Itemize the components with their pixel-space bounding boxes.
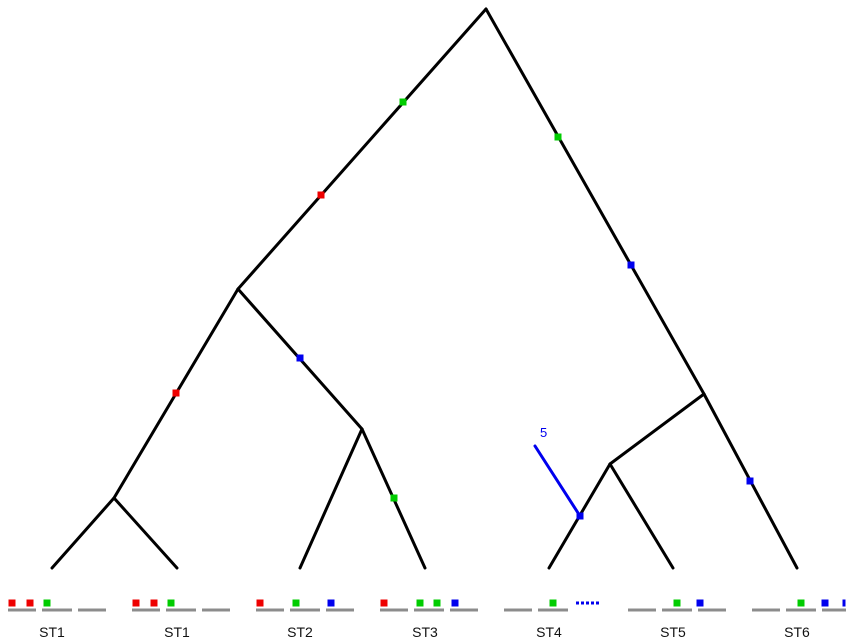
branch-highlighted <box>533 444 582 518</box>
event-marker-blue <box>627 261 635 269</box>
branch-D-F <box>608 392 706 466</box>
branch-C-ST2 <box>298 427 364 570</box>
genome-marker-green <box>43 599 51 607</box>
event-marker-green <box>554 133 562 141</box>
event-marker-green <box>390 494 398 502</box>
tip-label: ST6 <box>784 624 810 640</box>
genome-marker-red <box>256 599 264 607</box>
tip-label: ST5 <box>660 624 686 640</box>
genome-marker-red <box>8 599 16 607</box>
branch-root-left <box>236 7 488 291</box>
tip-label: ST2 <box>287 624 313 640</box>
branch-F-ST5 <box>608 462 675 570</box>
event-marker-blue <box>746 477 754 485</box>
branch-B-ST1b <box>112 496 179 570</box>
genome-marker-red <box>380 599 388 607</box>
event-marker-red <box>172 389 180 397</box>
tip-label: ST1 <box>39 624 65 640</box>
event-marker-red <box>317 191 325 199</box>
genome-marker-blue <box>821 599 829 607</box>
tip-label: ST1 <box>164 624 190 640</box>
genome-marker-blue <box>327 599 335 607</box>
genome-marker-red <box>26 599 34 607</box>
genome-marker-red <box>150 599 158 607</box>
branch-B-ST1a <box>50 496 116 570</box>
event-marker-blue <box>576 512 584 520</box>
genome-segments <box>8 599 846 612</box>
event-markers <box>172 98 754 520</box>
tip-labels: ST1 ST1 ST2 ST3 ST4 ST5 ST6 <box>39 624 810 640</box>
genome-marker-green <box>433 599 441 607</box>
genome-marker-red <box>132 599 140 607</box>
tree-branches <box>50 7 799 570</box>
branch-root-right <box>484 7 706 396</box>
event-marker-green <box>399 98 407 106</box>
genome-marker-green <box>167 599 175 607</box>
event-marker-blue <box>296 354 304 362</box>
genome-marker-green <box>549 599 557 607</box>
genome-marker-blue <box>696 599 704 607</box>
genome-marker-green <box>292 599 300 607</box>
genome-marker-green <box>416 599 424 607</box>
genome-marker-blue <box>842 599 846 607</box>
tip-label: ST4 <box>536 624 562 640</box>
genome-marker-green <box>673 599 681 607</box>
genome-marker-blue <box>451 599 459 607</box>
highlighted-branch-label: 5 <box>540 425 547 440</box>
tip-label: ST3 <box>412 624 438 640</box>
genome-marker-green <box>797 599 805 607</box>
